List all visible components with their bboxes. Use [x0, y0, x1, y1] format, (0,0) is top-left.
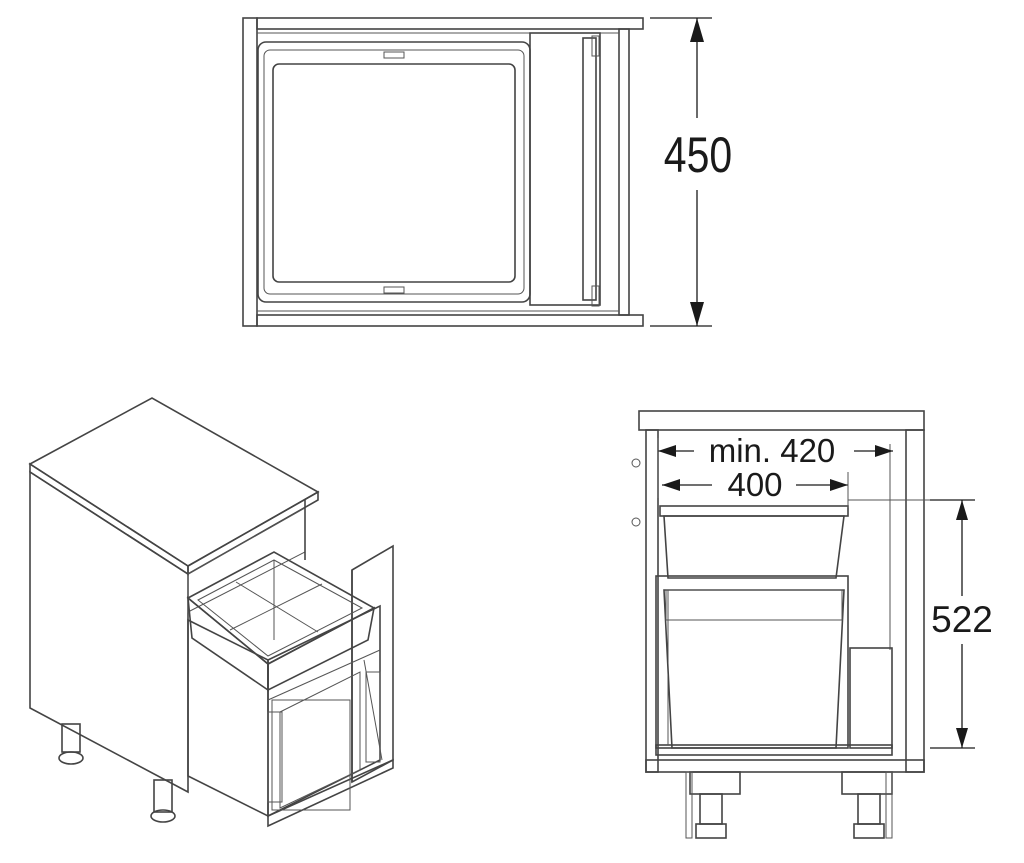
front-legs	[685, 771, 893, 839]
perspective-bin	[186, 551, 376, 692]
front-view: min. 420 400 522	[631, 410, 993, 839]
front-right-side	[905, 429, 925, 773]
arrow-left-icon	[662, 479, 680, 491]
dimension-400: 400	[662, 466, 849, 508]
front-countertop	[638, 410, 925, 431]
arrow-down-icon	[690, 302, 704, 326]
arrow-up-icon	[690, 18, 704, 42]
arrow-down-icon	[956, 728, 968, 748]
arrow-right-icon	[875, 445, 893, 457]
dimension-450: 450	[650, 17, 732, 327]
top-view-bin	[257, 41, 531, 303]
perspective-legs	[58, 723, 176, 823]
front-bin	[659, 505, 849, 749]
dimension-min-420-label: min. 420	[709, 432, 836, 469]
dimension-522: 522	[930, 499, 993, 749]
top-view-runner-rail	[529, 32, 601, 307]
arrow-right-icon	[830, 479, 848, 491]
perspective-countertop	[28, 397, 320, 576]
dimension-522-label: 522	[931, 599, 993, 640]
perspective-side-panel	[29, 470, 189, 794]
perspective-view	[28, 397, 394, 828]
dimension-min-420: min. 420	[657, 432, 893, 498]
arrow-left-icon	[658, 445, 676, 457]
dimension-450-label: 450	[664, 127, 732, 183]
arrow-up-icon	[956, 500, 968, 520]
perspective-drawer-frame	[187, 604, 383, 818]
dimension-400-label: 400	[727, 466, 782, 503]
front-drawer-frame	[655, 575, 893, 756]
top-view: 450	[242, 17, 732, 327]
